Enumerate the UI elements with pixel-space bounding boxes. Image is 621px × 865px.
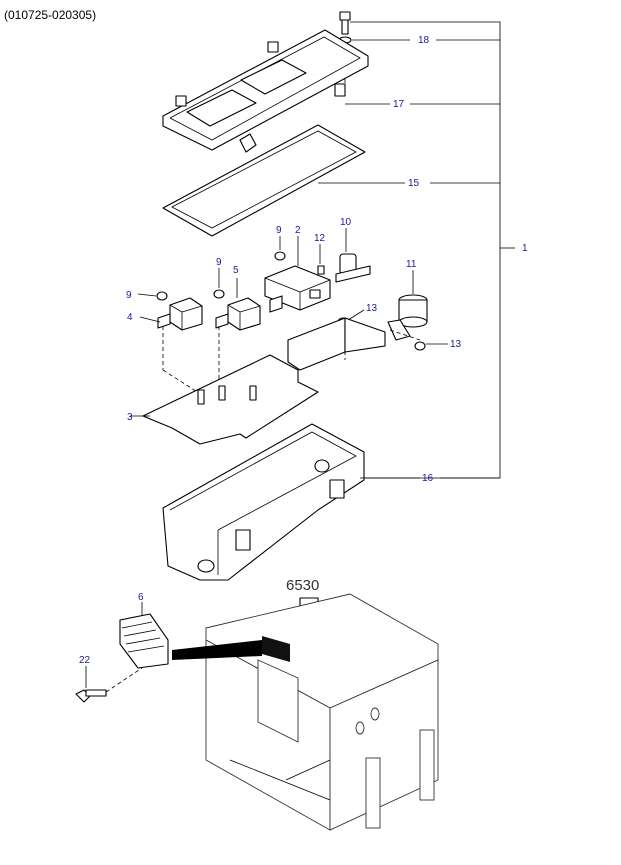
- callout-3: 3: [127, 412, 133, 423]
- nut-part-9-left: [137, 291, 168, 301]
- callout-1: 1: [522, 243, 528, 254]
- callout-10: 10: [340, 217, 352, 228]
- callout-11: 11: [406, 259, 417, 270]
- reference-code-label: 6530: [286, 577, 319, 594]
- callout-9-left: 9: [126, 290, 132, 301]
- callout-17: 17: [393, 99, 405, 110]
- header-date-range: (010725-020305): [4, 8, 97, 22]
- callout-9-top: 9: [276, 225, 282, 236]
- callout-18: 18: [418, 35, 430, 46]
- buzzer-part-11: [387, 270, 428, 341]
- bracket-plate: [287, 317, 386, 371]
- callout-16: 16: [422, 473, 434, 484]
- nut-part-9-middle: [213, 268, 225, 299]
- cover-part-17: [162, 29, 390, 153]
- callout-13-lower: 13: [450, 339, 462, 350]
- callout-9-middle: 9: [216, 257, 222, 268]
- callout-12: 12: [314, 233, 326, 244]
- callout-15: 15: [408, 178, 420, 189]
- callout-2: 2: [295, 225, 301, 236]
- relay-part-4: [139, 297, 203, 396]
- assembly-bracket: [350, 21, 515, 479]
- resistor-block-part-6: [119, 602, 290, 669]
- clip-part-12: [317, 244, 325, 275]
- cab-frame: [205, 593, 439, 831]
- callout-13-upper: 13: [366, 303, 378, 314]
- callout-22: 22: [79, 655, 91, 666]
- control-unit-part-2: [264, 236, 331, 313]
- callout-5: 5: [233, 265, 239, 276]
- screw-part-22: [75, 666, 143, 703]
- gasket-part-15: [162, 124, 405, 237]
- base-plate-part-3: [130, 354, 319, 445]
- callout-6: 6: [138, 592, 144, 603]
- box-part-16: [162, 423, 420, 581]
- nut-part-9-top: [274, 236, 286, 261]
- callout-4: 4: [127, 312, 133, 323]
- flasher-part-10: [335, 228, 371, 283]
- nut-part-13-right: [414, 341, 448, 351]
- relay-part-5: [215, 278, 261, 390]
